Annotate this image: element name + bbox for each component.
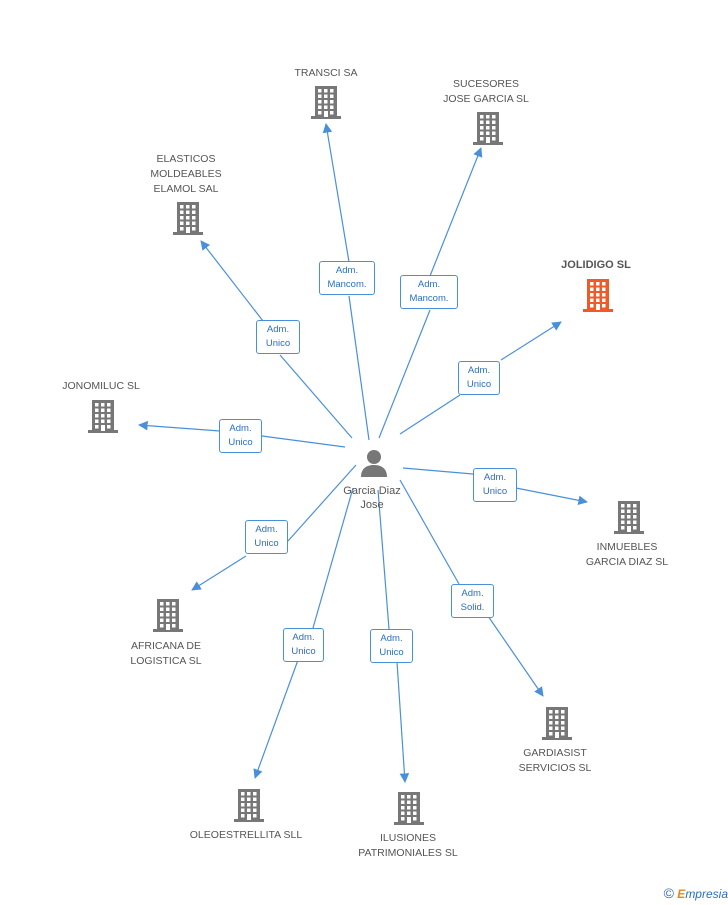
edge-arrow-elasticos-moldeables-elamol-sal bbox=[200, 240, 264, 322]
edge-line-gardiasist-servicios-sl bbox=[399, 479, 460, 585]
relation-label: Adm. Unico bbox=[370, 629, 413, 663]
building-icon[interactable] bbox=[151, 597, 185, 633]
building-icon[interactable] bbox=[86, 398, 120, 434]
relation-label: Adm. Unico bbox=[473, 468, 517, 502]
edges bbox=[138, 123, 588, 783]
company-name[interactable]: SUCESORES JOSE GARCIA SL bbox=[443, 78, 529, 105]
edge-line-sucesores-jose-garcia-sl bbox=[378, 309, 431, 439]
edge-arrow-jolidigo-sl bbox=[500, 321, 562, 361]
building-icon[interactable] bbox=[612, 499, 646, 535]
person-icon[interactable] bbox=[359, 448, 389, 478]
edge-line-ilusiones-patrimoniales-sl bbox=[377, 489, 390, 630]
company-name[interactable]: JOLIDIGO SL bbox=[561, 259, 631, 271]
edge-arrow-oleoestrellita-sll bbox=[253, 659, 299, 779]
building-icon[interactable] bbox=[471, 110, 505, 146]
relation-label: Adm. Unico bbox=[219, 419, 262, 453]
edge-line-inmuebles-garcia-diaz-sl bbox=[402, 467, 474, 475]
building-icon[interactable] bbox=[392, 790, 426, 826]
relation-label: Adm. Solid. bbox=[451, 584, 494, 618]
relation-label: Adm. Mancom. bbox=[400, 275, 458, 309]
edge-arrow-africana-de-logistica-sl bbox=[191, 555, 247, 591]
relation-label: Adm. Unico bbox=[458, 361, 500, 395]
edge-line-elasticos-moldeables-elamol-sal bbox=[279, 354, 353, 439]
edge-arrow-transci-sa bbox=[322, 123, 350, 263]
company-name[interactable]: AFRICANA DE LOGISTICA SL bbox=[130, 640, 202, 667]
edge-line-oleoestrellita-sll bbox=[312, 487, 354, 629]
edge-arrow-jonomiluc-sl bbox=[138, 420, 221, 432]
building-icon[interactable] bbox=[309, 84, 343, 120]
relation-label: Adm. Mancom. bbox=[319, 261, 375, 295]
copyright-symbol: © bbox=[663, 885, 674, 901]
edge-line-africana-de-logistica-sl bbox=[287, 464, 357, 542]
relation-label: Adm. Unico bbox=[256, 320, 300, 354]
edge-arrow-ilusiones-patrimoniales-sl bbox=[396, 661, 410, 783]
company-name[interactable]: GARDIASIST SERVICIOS SL bbox=[518, 747, 592, 774]
relation-label: Adm. Unico bbox=[245, 520, 288, 554]
company-name[interactable]: ILUSIONES PATRIMONIALES SL bbox=[358, 832, 458, 859]
company-name[interactable]: OLEOESTRELLITA SLL bbox=[189, 829, 303, 841]
edge-line-jolidigo-sl bbox=[399, 394, 461, 435]
company-name[interactable]: INMUEBLES GARCIA DIAZ SL bbox=[585, 541, 669, 568]
edge-line-jonomiluc-sl bbox=[261, 435, 346, 448]
edge-arrow-gardiasist-servicios-sl bbox=[487, 615, 544, 697]
edge-line-transci-sa bbox=[348, 295, 370, 441]
building-icon[interactable] bbox=[540, 705, 574, 741]
edge-arrow-inmuebles-garcia-diaz-sl bbox=[515, 487, 588, 506]
company-name[interactable]: TRANSCI SA bbox=[294, 67, 358, 79]
center-person-name[interactable]: Garcia Diaz Jose bbox=[343, 485, 401, 511]
brand-logo-letter: E bbox=[677, 887, 686, 901]
brand-logo-text: mpresia bbox=[685, 887, 728, 901]
footer-brand: © Empresia bbox=[664, 885, 728, 901]
building-icon[interactable] bbox=[232, 787, 266, 823]
building-icon[interactable] bbox=[171, 200, 205, 236]
company-name[interactable]: ELASTICOS MOLDEABLES ELAMOL SAL bbox=[150, 153, 222, 195]
edge-arrow-sucesores-jose-garcia-sl bbox=[429, 147, 483, 277]
company-name[interactable]: JONOMILUC SL bbox=[62, 380, 140, 392]
relation-label: Adm. Unico bbox=[283, 628, 324, 662]
building-icon[interactable] bbox=[581, 277, 615, 313]
